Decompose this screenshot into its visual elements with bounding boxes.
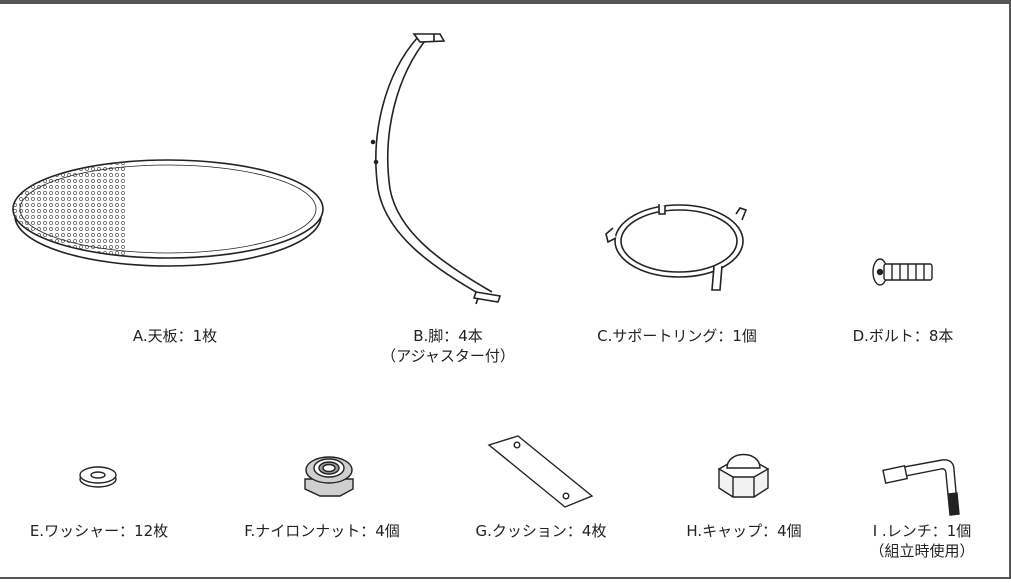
cap-icon (717, 453, 770, 498)
part-label-a: A.天板：1枚 (132, 327, 218, 345)
part-label-h: H.キャップ：4個 (686, 522, 802, 540)
part-label-f: F.ナイロンナット：4個 (244, 522, 400, 540)
tabletop-icon (12, 159, 324, 267)
bolt-icon (872, 258, 933, 286)
part-label-c: C.サポートリング：1個 (597, 327, 757, 345)
part-label-e: E.ワッシャー：12枚 (29, 522, 169, 540)
washer-icon (79, 466, 117, 488)
nylon-nut-icon (304, 456, 354, 497)
parts-drawing (12, 33, 960, 516)
part-label-i: I .レンチ：1個 （組立時使用） (869, 522, 975, 560)
part-label-d: D.ボルト：8本 (852, 327, 954, 345)
leg-icon (370, 33, 502, 305)
part-label-b: B.脚：4本 （アジャスター付） (381, 327, 515, 365)
support-ring-icon (605, 204, 748, 291)
wrench-icon (882, 459, 960, 516)
part-label-g: G.クッション：4枚 (475, 522, 607, 540)
cushion-icon (487, 435, 594, 508)
